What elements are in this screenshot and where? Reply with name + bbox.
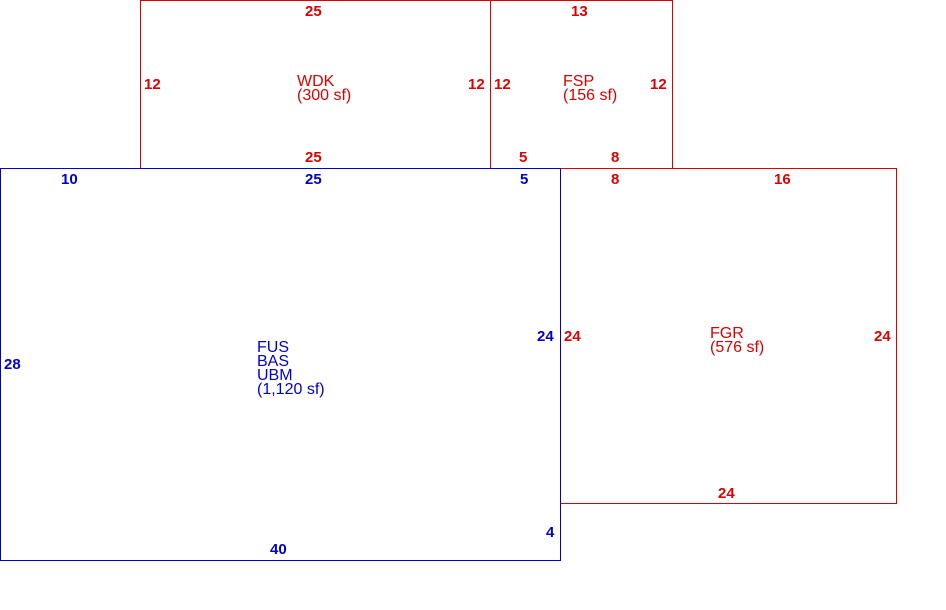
- main-dim-bottom: 40: [270, 541, 287, 558]
- wdk-dim-top: 25: [305, 3, 322, 20]
- wdk-code: WDK: [297, 73, 335, 90]
- main-area-outline: [0, 168, 561, 561]
- fgr-dim-top-right: 16: [774, 171, 791, 188]
- fgr-area: (576 sf): [710, 339, 764, 356]
- wdk-dim-right: 12: [468, 76, 485, 93]
- main-dim-right-upper: 24: [537, 328, 554, 345]
- main-dim-top-right: 5: [520, 171, 528, 188]
- fsp-dim-right: 12: [650, 76, 667, 93]
- main-dim-left: 28: [4, 356, 21, 373]
- fsp-dim-left: 12: [494, 76, 511, 93]
- fsp-dim-top: 13: [571, 3, 588, 20]
- fsp-dim-bottom-right: 8: [611, 149, 619, 166]
- main-code-fus: FUS: [257, 339, 289, 356]
- main-dim-top-left: 10: [61, 171, 78, 188]
- fgr-dim-top-left: 8: [611, 171, 619, 188]
- main-dim-right-lower: 4: [546, 524, 555, 541]
- fgr-code: FGR: [710, 325, 744, 342]
- main-area: (1,120 sf): [257, 381, 325, 398]
- main-code-ubm: UBM: [257, 367, 293, 384]
- wdk-area: (300 sf): [297, 87, 351, 104]
- wdk-dim-left: 12: [144, 76, 161, 93]
- main-code-bas: BAS: [257, 353, 289, 370]
- fgr-dim-bottom: 24: [718, 485, 735, 502]
- fsp-area: (156 sf): [563, 87, 617, 104]
- fgr-dim-left: 24: [564, 328, 581, 345]
- fsp-code: FSP: [563, 73, 594, 90]
- wdk-dim-bottom: 25: [305, 149, 322, 166]
- fgr-dim-right: 24: [874, 328, 891, 345]
- fsp-dim-bottom-left: 5: [519, 149, 527, 166]
- main-dim-top-mid: 25: [305, 171, 322, 188]
